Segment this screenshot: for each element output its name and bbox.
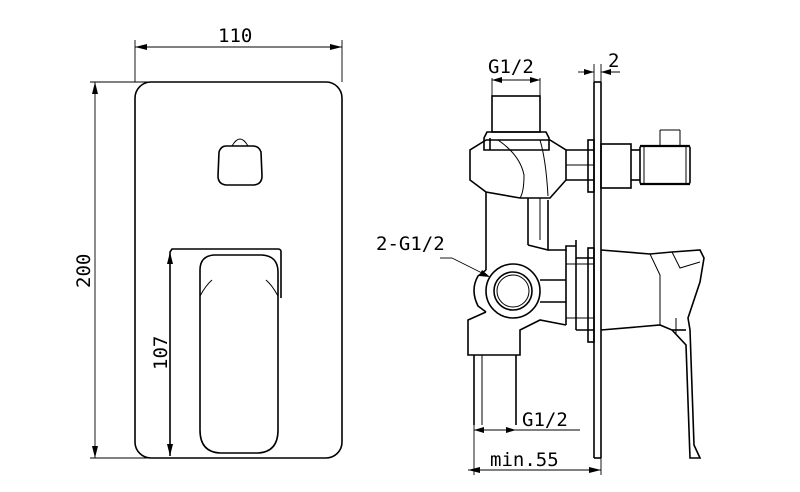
depth-dimension: min.55 <box>468 449 602 475</box>
diverter-body <box>469 138 640 199</box>
bottom-thread-dimension: G1/2 <box>473 409 580 475</box>
depth-dimension-label: min.55 <box>490 449 559 471</box>
side-thread-callout: 2-G1/2 <box>376 233 490 277</box>
bottom-outlet <box>467 311 567 425</box>
bottom-thread-label: G1/2 <box>522 409 568 431</box>
front-view: 110 200 107 <box>73 25 343 459</box>
height-dimension-label: 200 <box>73 254 95 288</box>
handle-recess <box>169 248 282 456</box>
lever-handle-side <box>600 249 705 459</box>
diverter-knob <box>217 138 263 186</box>
top-inlet <box>483 95 550 151</box>
top-thread-label: G1/2 <box>488 56 534 78</box>
valve-body <box>485 192 595 343</box>
handle-dimension-label: 107 <box>150 336 172 370</box>
side-outlet <box>473 263 566 319</box>
side-view: G1/2 2 2-G1/2 G1/2 <box>376 50 705 475</box>
top-thread-dimension: G1/2 <box>488 56 541 96</box>
plate-thickness-label: 2 <box>608 50 619 72</box>
side-thread-label: 2-G1/2 <box>376 233 445 255</box>
face-plate <box>134 81 343 459</box>
lever-handle <box>199 254 279 454</box>
plate-thickness-dimension: 2 <box>578 50 620 82</box>
height-dimension: 200 <box>73 81 150 459</box>
wall-plate <box>593 81 602 459</box>
width-dimension-label: 110 <box>218 25 252 47</box>
width-dimension: 110 <box>134 25 343 82</box>
handle-dimension: 107 <box>150 252 173 456</box>
diverter-knob-side <box>639 129 691 186</box>
